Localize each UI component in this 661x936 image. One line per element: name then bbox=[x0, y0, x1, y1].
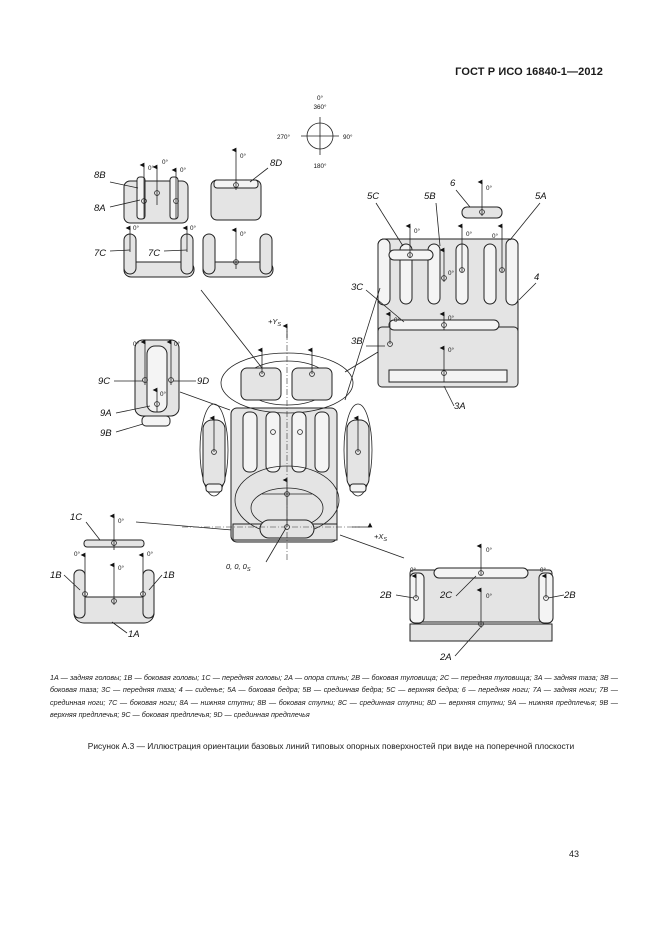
figure-legend: 1A — задняя головы; 1B — боковая головы;… bbox=[50, 673, 618, 720]
svg-text:2A: 2A bbox=[439, 652, 452, 663]
svg-text:1B: 1B bbox=[163, 570, 175, 581]
svg-text:3A: 3A bbox=[454, 401, 466, 412]
svg-text:+YS: +YS bbox=[268, 317, 281, 328]
svg-text:5A: 5A bbox=[535, 191, 547, 202]
svg-text:3B: 3B bbox=[351, 336, 363, 347]
svg-text:360°: 360° bbox=[313, 103, 327, 111]
svg-text:0°: 0° bbox=[174, 340, 181, 348]
svg-text:9A: 9A bbox=[100, 408, 112, 419]
svg-text:0°: 0° bbox=[118, 564, 125, 572]
svg-text:0°: 0° bbox=[162, 158, 169, 166]
svg-text:0°: 0° bbox=[160, 390, 167, 398]
svg-text:7C: 7C bbox=[148, 248, 160, 259]
svg-text:5C: 5C bbox=[367, 191, 379, 202]
composite-body-view: +YS +XS 0, 0, 0S bbox=[135, 287, 405, 573]
svg-text:0°: 0° bbox=[133, 340, 140, 348]
svg-text:2C: 2C bbox=[439, 590, 452, 601]
figure-a3: 0° 360° 270° 90° 180° 0° 0° 0° 8B 8A 0° … bbox=[50, 94, 576, 663]
svg-text:0°: 0° bbox=[317, 94, 324, 102]
svg-text:5B: 5B bbox=[424, 191, 436, 202]
svg-text:3C: 3C bbox=[351, 282, 363, 293]
svg-text:8B: 8B bbox=[94, 170, 106, 181]
svg-text:0°: 0° bbox=[486, 592, 493, 600]
svg-text:0°: 0° bbox=[240, 152, 247, 160]
svg-text:8D: 8D bbox=[270, 158, 282, 169]
svg-text:0°: 0° bbox=[133, 224, 140, 232]
svg-text:9D: 9D bbox=[197, 376, 209, 387]
svg-text:0°: 0° bbox=[486, 546, 493, 554]
foot-support-group: 0° 0° 0° 8B 8A 0° 8D bbox=[94, 147, 282, 224]
svg-text:270°: 270° bbox=[277, 133, 291, 141]
svg-text:0°: 0° bbox=[410, 566, 417, 574]
svg-text:8A: 8A bbox=[94, 203, 106, 214]
document-header: ГОСТ Р ИСО 16840-1—2012 bbox=[455, 66, 603, 78]
svg-text:0°: 0° bbox=[448, 346, 455, 354]
svg-text:0°: 0° bbox=[448, 269, 455, 277]
seat-thigh-group: 0° 0° 0° 0° 0° 0° 0° 0° 5C 5B 6 5A 3C 4 … bbox=[351, 178, 547, 412]
svg-text:9C: 9C bbox=[98, 376, 110, 387]
svg-text:0°: 0° bbox=[540, 566, 547, 574]
svg-text:0°: 0° bbox=[118, 517, 125, 525]
svg-text:0°: 0° bbox=[486, 184, 493, 192]
leg-support-group: 0° 0° 7C 7C 0° bbox=[94, 224, 274, 278]
svg-text:9B: 9B bbox=[100, 428, 112, 439]
svg-text:0°: 0° bbox=[148, 164, 155, 172]
figure-caption: Рисунок А.3 — Иллюстрация ориентации баз… bbox=[87, 741, 575, 751]
back-support-group: 0° 0° 0° 0° 2B 2B 2C 2A bbox=[379, 543, 576, 663]
svg-text:180°: 180° bbox=[313, 162, 327, 170]
svg-text:6: 6 bbox=[450, 178, 456, 189]
svg-text:0°: 0° bbox=[190, 224, 197, 232]
svg-text:2B: 2B bbox=[563, 590, 576, 601]
orientation-compass: 0° 360° 270° 90° 180° bbox=[277, 94, 353, 170]
svg-text:90°: 90° bbox=[343, 133, 353, 141]
svg-text:1B: 1B bbox=[50, 570, 62, 581]
head-support-group: 0° 1C 0° 0° 0° 1B 1B 1A bbox=[50, 512, 175, 640]
forearm-support-group: 0° 0° 0° 9C 9D 9A 9B bbox=[98, 339, 209, 439]
svg-text:+XS: +XS bbox=[374, 532, 387, 543]
svg-text:0°: 0° bbox=[414, 227, 421, 235]
svg-text:0°: 0° bbox=[466, 230, 473, 238]
svg-text:4: 4 bbox=[534, 272, 539, 283]
svg-text:2B: 2B bbox=[379, 590, 392, 601]
svg-text:0°: 0° bbox=[394, 316, 401, 324]
svg-text:0°: 0° bbox=[448, 314, 455, 322]
svg-text:1C: 1C bbox=[70, 512, 82, 523]
svg-text:0°: 0° bbox=[240, 230, 247, 238]
svg-text:0°: 0° bbox=[74, 550, 81, 558]
svg-text:1A: 1A bbox=[128, 629, 140, 640]
svg-text:0°: 0° bbox=[492, 232, 499, 240]
svg-text:0°: 0° bbox=[147, 550, 154, 558]
svg-text:7C: 7C bbox=[94, 248, 106, 259]
svg-text:0, 0, 0S: 0, 0, 0S bbox=[226, 562, 251, 573]
page-number: 43 bbox=[568, 849, 579, 859]
svg-text:0°: 0° bbox=[180, 166, 187, 174]
